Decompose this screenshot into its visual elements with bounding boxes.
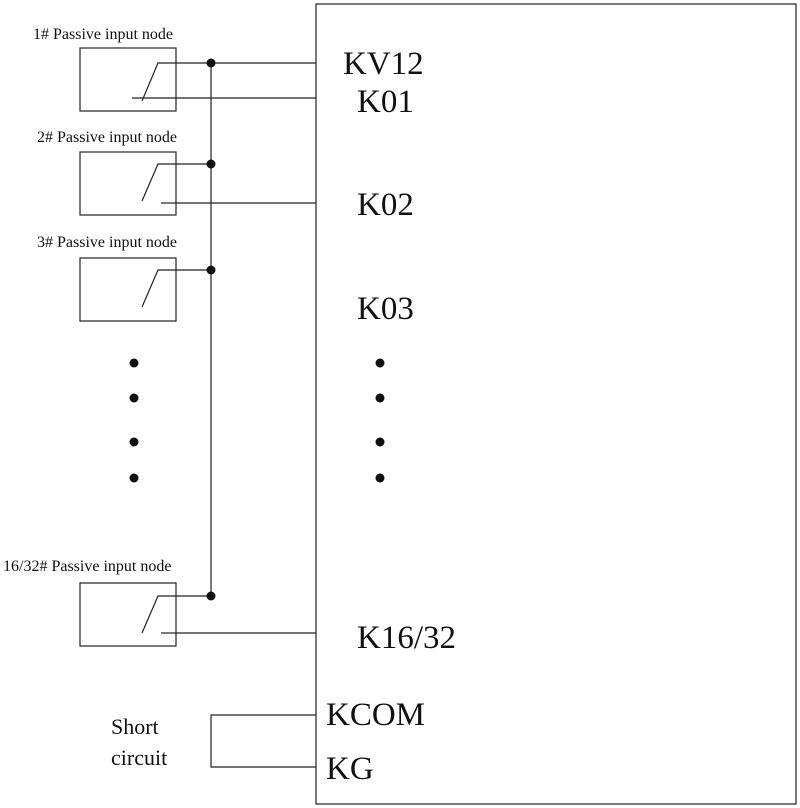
passive-input-node-16-32: 16/32# Passive input node — [3, 558, 316, 647]
ellipsis-dot — [375, 437, 385, 447]
ellipsis-dot — [375, 358, 385, 368]
terminal-k03-label: K03 — [357, 291, 414, 327]
node-16-32-junction-dot — [206, 591, 216, 601]
short-circuit-label-line1: Short — [111, 714, 159, 739]
node-3-label: 3# Passive input node — [37, 234, 177, 251]
short-circuit-wire — [210, 714, 316, 768]
terminal-kcom-label: KCOM — [326, 697, 425, 733]
controller-module — [315, 3, 797, 805]
short-circuit-jumper: Short circuit — [111, 714, 316, 770]
terminal-kv12-label: KV12 — [343, 46, 424, 82]
ellipsis-dot — [129, 393, 139, 403]
node-2-box — [79, 151, 177, 216]
node-16-32-box — [79, 582, 177, 647]
terminal-kg-label: KG — [326, 751, 374, 787]
passive-input-node-2: 2# Passive input node — [37, 129, 316, 216]
node-1-junction-dot — [206, 58, 216, 68]
short-circuit-label-line2: circuit — [111, 745, 167, 770]
terminal-ellipsis-dots — [375, 358, 385, 483]
node-2-switch-contact — [141, 163, 176, 202]
ellipsis-dot — [129, 358, 139, 368]
passive-input-node-1: 1# Passive input node — [33, 26, 316, 112]
terminal-k16-32-label: K16/32 — [357, 620, 456, 656]
node-3-switch-contact — [141, 269, 176, 308]
node-ellipsis-dots — [129, 358, 139, 483]
node-3-junction-dot — [206, 265, 216, 275]
ellipsis-dot — [375, 393, 385, 403]
ellipsis-dot — [129, 437, 139, 447]
node-1-switch-contact — [141, 62, 176, 102]
ellipsis-dot — [375, 473, 385, 483]
node-1-label: 1# Passive input node — [33, 26, 173, 43]
node-16-32-label: 16/32# Passive input node — [3, 558, 171, 575]
node-2-junction-dot — [206, 159, 216, 169]
terminal-k01-label: K01 — [357, 84, 414, 120]
node-3-box — [79, 257, 177, 322]
node-1-box — [79, 47, 177, 112]
passive-input-node-3: 3# Passive input node — [37, 234, 216, 322]
node-16-32-switch-contact — [141, 595, 176, 634]
terminal-k02-label: K02 — [357, 187, 414, 223]
node-2-label: 2# Passive input node — [37, 129, 177, 146]
ellipsis-dot — [129, 473, 139, 483]
